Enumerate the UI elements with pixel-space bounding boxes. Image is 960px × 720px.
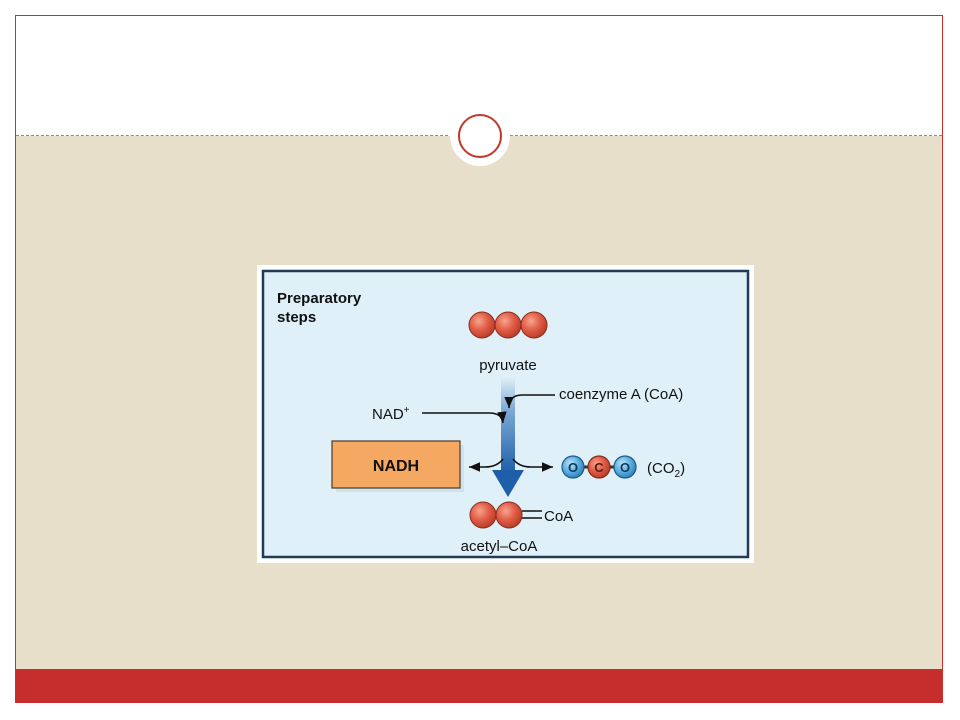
pyruvate-molecule-icon [468, 311, 548, 339]
nad-input-arrow-icon [422, 411, 507, 424]
coa-input-arrow-icon [504, 394, 555, 409]
diagram-figure: Preparatory steps pyruvate coenzyme A (C… [257, 265, 754, 563]
acetyl-coa-molecule-icon [469, 501, 542, 529]
nad-label: NAD+ [372, 405, 410, 423]
section-label-line2: steps [277, 309, 316, 326]
co2-output-arrow-icon [512, 458, 553, 472]
slide: Preparatory steps pyruvate coenzyme A (C… [15, 15, 943, 703]
co2-molecule-icon [561, 455, 637, 479]
pyruvate-oxidation-diagram: Preparatory steps pyruvate coenzyme A (C… [261, 269, 750, 559]
coenzyme-a-label: coenzyme A (CoA) [559, 386, 683, 403]
co2-atom-oxygen-2: O [620, 460, 630, 475]
acetyl-coa-label: acetyl–CoA [461, 538, 538, 555]
nadh-label: NADH [373, 458, 419, 475]
section-label: Preparatory [277, 290, 362, 307]
nadh-output-arrow-icon [469, 458, 504, 472]
nadh-box [331, 440, 461, 489]
ring-icon [458, 114, 502, 158]
coa-label: CoA [544, 508, 573, 525]
pyruvate-label: pyruvate [479, 357, 537, 374]
circle-ornament-icon [450, 106, 510, 166]
co2-atom-carbon: C [594, 460, 604, 475]
co2-label: (CO2) [647, 460, 685, 480]
footer-bar [16, 669, 942, 702]
co2-atom-oxygen-1: O [568, 460, 578, 475]
